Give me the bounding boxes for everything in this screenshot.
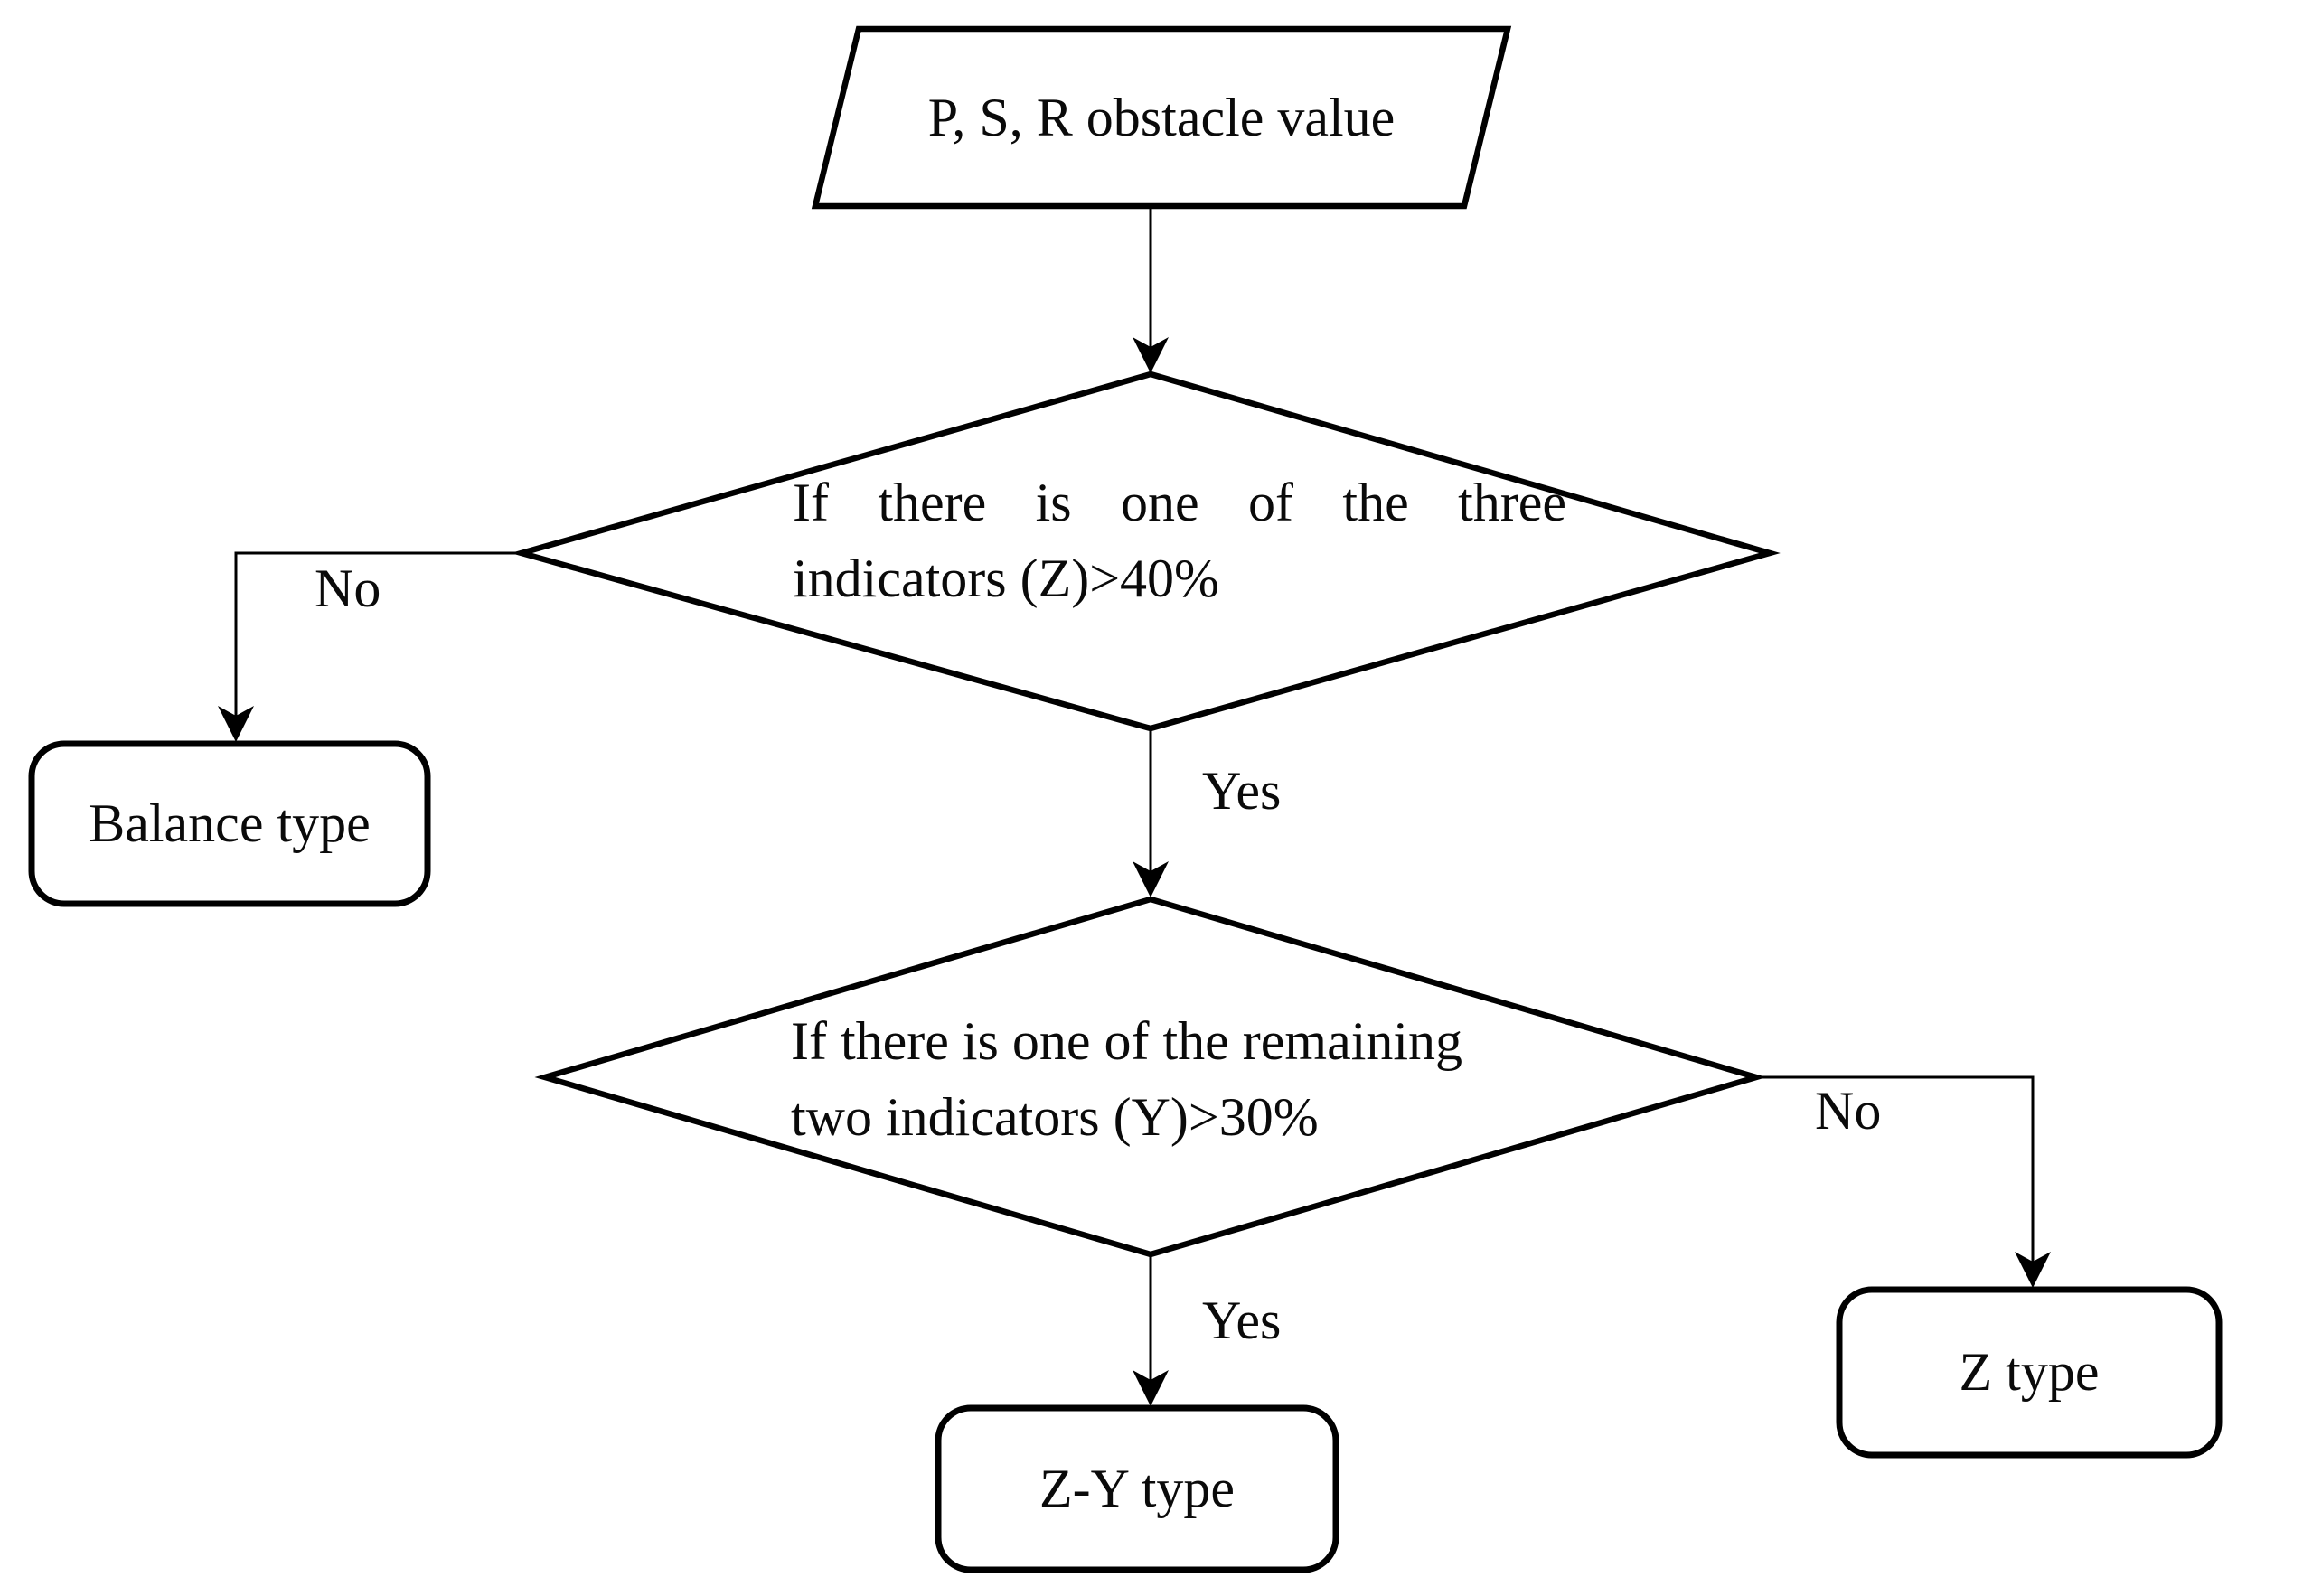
decision1-yes-label: Yes [1202,761,1282,821]
start-label: P, S, R obstacle value [927,87,1396,147]
decision1-label-line2: indicators (Z)>40% [793,549,1220,608]
arrowhead-decision1-no [218,706,254,742]
arrowhead-decision1-yes [1133,861,1169,897]
arrowhead-decision2-yes [1133,1370,1169,1406]
decision1-no-label: No [315,559,381,618]
decision2-diamond [534,896,1767,1258]
arrowhead-decision2-no [2015,1252,2051,1288]
edge-decision1-no [234,551,520,718]
decision1-diamond [511,371,1781,732]
decision2-label-line1: If there is one of the remaining [791,1011,1463,1071]
edge-decision2-no [1758,1075,2035,1264]
z-type-box [1836,1286,2223,1459]
decision1-label-line1: If there is one of the three [793,473,1566,532]
decision2-label-line2: two indicators (Y)>30% [791,1087,1319,1147]
balance-type-box [28,740,431,907]
decision2-yes-label: Yes [1202,1291,1282,1350]
zy-type-box [935,1404,1340,1573]
z-type-label: Z type [1959,1342,2100,1402]
decision1-label: If there is one of the three indicators … [793,465,1566,616]
zy-type-label: Z-Y type [1039,1459,1236,1518]
arrowhead-start-to-decision1 [1133,337,1169,373]
start-parallelogram [811,25,1512,210]
decision2-label: If there is one of the remaining two ind… [791,1003,1604,1155]
decision2-no-label: No [1815,1081,1882,1141]
balance-type-label: Balance type [89,793,371,853]
